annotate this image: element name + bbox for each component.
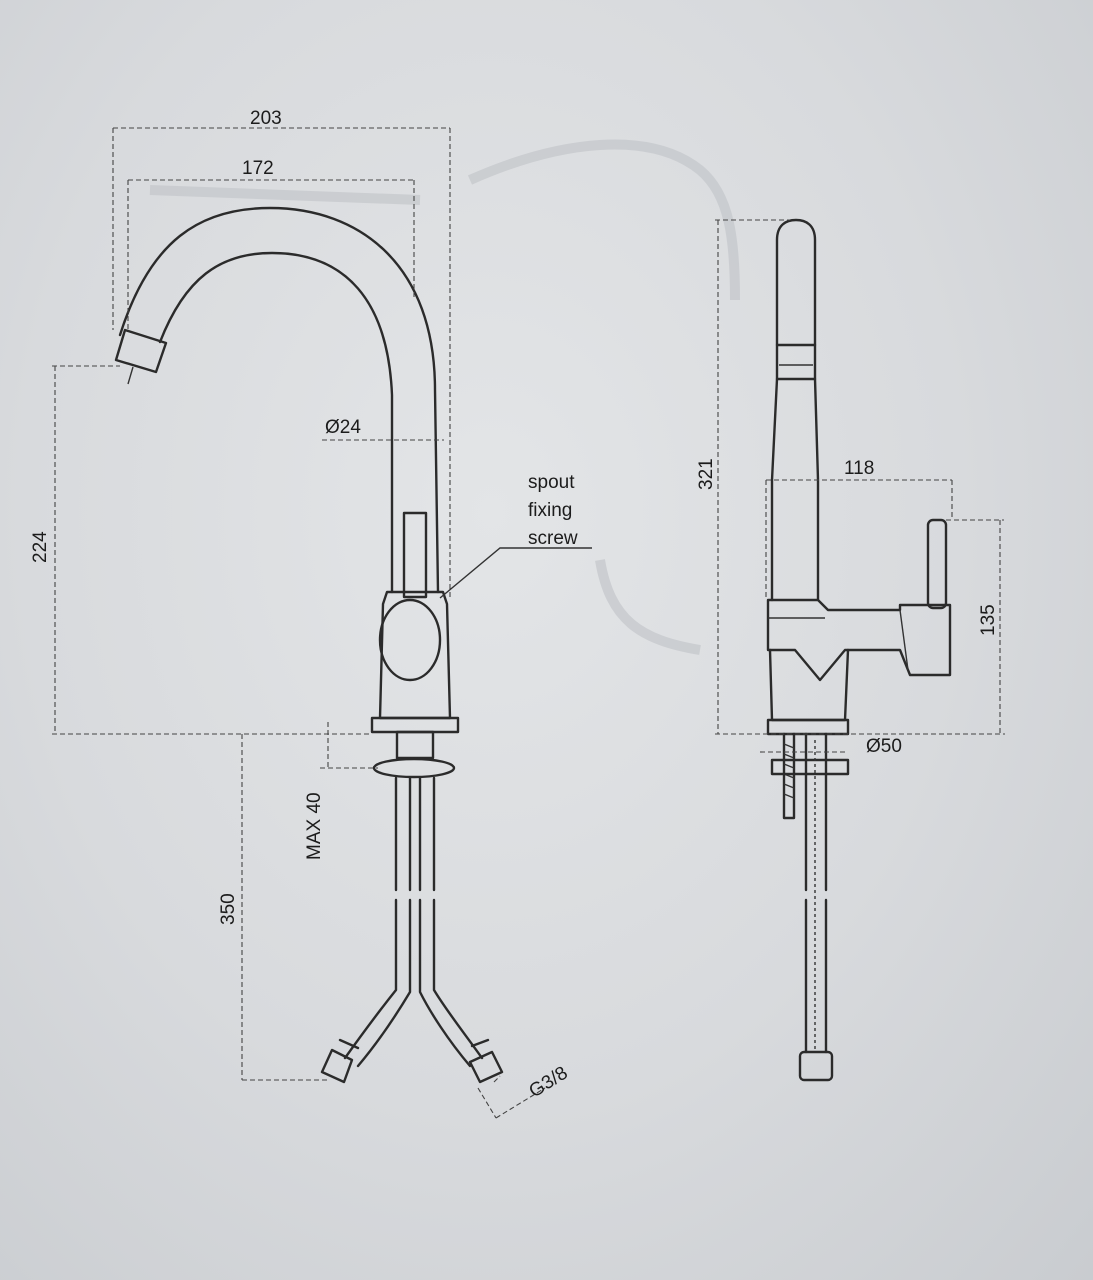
lever-hub <box>378 598 442 682</box>
dim-lever-height-label: 135 <box>978 604 999 636</box>
hose-right <box>418 776 484 1068</box>
callout-spout-fixing-screw: spout fixing screw <box>439 472 592 599</box>
side-base-ring <box>766 718 850 736</box>
dim-224: 224 <box>30 365 372 735</box>
dim-118: 118 <box>765 458 953 600</box>
dim-g38: G3/8 <box>477 1063 572 1119</box>
spout-nozzle <box>114 328 168 374</box>
callout-line-2: fixing <box>528 500 572 521</box>
dim-172: 172 <box>127 158 415 330</box>
dim-135: 135 <box>946 519 1004 734</box>
nozzle-flow-mark <box>127 366 134 385</box>
hose-connector-left <box>320 1038 360 1084</box>
side-spout-column <box>775 218 817 347</box>
fixing-washer <box>372 757 456 779</box>
dim-24: Ø24 <box>322 417 444 441</box>
dim-350: 350 <box>218 734 330 1081</box>
dim-spout-height-label: 224 <box>30 531 51 563</box>
hose-left <box>343 776 412 1068</box>
side-body-column <box>770 377 820 602</box>
dim-321: 321 <box>696 219 1005 735</box>
dim-hose-length-label: 350 <box>218 893 239 925</box>
front-view: 203 172 Ø24 224 MAX 40 350 G3/8 <box>30 108 592 1119</box>
side-hose-connector <box>798 1050 834 1082</box>
spout-outer <box>118 206 440 594</box>
callout-line-1: spout <box>528 472 575 493</box>
side-body-block <box>766 598 952 682</box>
side-view: 321 118 135 Ø50 <box>696 218 1005 1082</box>
dim-203: 203 <box>112 108 451 600</box>
dim-total-height-label: 321 <box>696 458 717 490</box>
side-hose <box>804 732 828 1054</box>
base-ring <box>370 716 460 734</box>
dim-overall-width-label: 203 <box>250 108 282 129</box>
dim-max-thickness-label: MAX 40 <box>304 792 325 860</box>
side-aerator <box>775 343 817 381</box>
dim-max-40: MAX 40 <box>304 722 378 860</box>
side-body-joint <box>899 609 909 671</box>
spout-inner <box>158 251 394 594</box>
side-threaded-stud <box>782 732 796 820</box>
dim-base-diameter-label: Ø50 <box>866 736 902 757</box>
dim-50: Ø50 <box>760 736 902 757</box>
mounting-stud <box>395 730 435 760</box>
hose-connector-right <box>468 1038 504 1084</box>
side-stud-thread <box>783 743 795 799</box>
spout-fixing-screw <box>402 511 428 599</box>
callout-line-3: screw <box>528 528 578 549</box>
side-lever <box>926 518 948 610</box>
side-washer <box>770 758 850 776</box>
dim-connection-label: G3/8 <box>526 1063 572 1103</box>
background-ghost <box>149 139 740 655</box>
dim-spout-diameter-label: Ø24 <box>325 417 361 438</box>
dim-lever-reach-label: 118 <box>844 458 874 479</box>
dim-spout-reach-label: 172 <box>242 158 274 179</box>
